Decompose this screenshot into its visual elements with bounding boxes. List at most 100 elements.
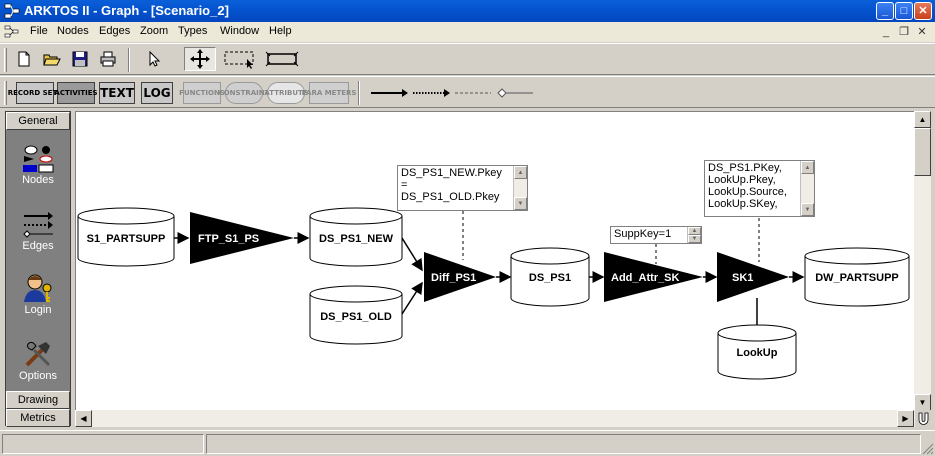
select-tool-button[interactable]: [142, 47, 166, 71]
vertical-scrollbar[interactable]: ▲ ▼: [914, 111, 931, 411]
magnet-icon[interactable]: [915, 410, 932, 427]
note-scrollbar[interactable]: ▲ ▼: [687, 227, 701, 243]
panel-item-label: Login: [24, 304, 52, 316]
tools-icon: [25, 341, 51, 367]
recordset-label: DS_PS1_OLD: [320, 311, 392, 323]
save-button[interactable]: [68, 47, 92, 71]
panel-item-login[interactable]: Login: [6, 272, 70, 316]
resize-grip-icon[interactable]: [922, 443, 934, 455]
recordset-ds-ps1-new[interactable]: DS_PS1_NEW: [309, 207, 403, 267]
diamond-edge-button[interactable]: [494, 81, 534, 103]
document-icon[interactable]: [4, 24, 20, 40]
scroll-down-icon[interactable]: ▼: [914, 394, 931, 411]
app-icon: [4, 3, 20, 19]
activity-add-attr-sk[interactable]: Add_Attr_SK: [604, 252, 703, 302]
note-sk-attributes[interactable]: DS_PS1.PKey, LookUp.Pkey, LookUp.Source,…: [704, 160, 815, 217]
close-button[interactable]: ✕: [914, 2, 932, 20]
zoom-rect-button[interactable]: [264, 47, 302, 71]
log-button[interactable]: LOG: [141, 82, 173, 104]
scroll-right-icon[interactable]: ▶: [897, 410, 914, 427]
graph-canvas[interactable]: S1_PARTSUPP DS_PS1_NEW DS_PS1_OLD DS_PS1: [75, 111, 915, 411]
status-bar: [0, 430, 935, 456]
menu-edges[interactable]: Edges: [99, 25, 131, 37]
note-scroll-up-icon[interactable]: ▲: [514, 166, 527, 179]
recordset-dw-partsupp[interactable]: DW_PARTSUPP: [804, 247, 910, 307]
panel-item-options[interactable]: Options: [6, 338, 70, 382]
panel-item-label: Edges: [22, 240, 54, 252]
menu-zoom[interactable]: Zoom: [140, 25, 169, 37]
functions-button[interactable]: FUNCTIONS: [179, 82, 225, 104]
note-scrollbar[interactable]: ▲ ▼: [513, 166, 527, 210]
activity-label: Add_Attr_SK: [611, 272, 680, 284]
solid-arrow-icon: [371, 89, 408, 97]
note-diff-condition[interactable]: DS_PS1_NEW.Pkey = DS_PS1_OLD.Pkey ▲ ▼: [397, 165, 528, 211]
note-scroll-down-icon[interactable]: ▼: [801, 203, 814, 216]
move-tool-button[interactable]: [184, 47, 216, 71]
menu-window[interactable]: Window: [220, 25, 260, 37]
activity-label: SK1: [732, 272, 753, 284]
dashed-edge-button[interactable]: [452, 81, 492, 103]
activity-ftp-s1-ps[interactable]: FTP_S1_PS: [190, 212, 294, 264]
toolbar-grip[interactable]: [4, 81, 7, 105]
scroll-left-icon[interactable]: ◀: [75, 410, 92, 427]
rubberband-select-button[interactable]: [222, 47, 258, 71]
dotted-edge-button[interactable]: [410, 81, 450, 103]
rectangle-icon: [265, 51, 299, 67]
nodes-icon: [23, 145, 54, 173]
menu-types[interactable]: Types: [178, 25, 208, 37]
text-button[interactable]: TEXT: [99, 82, 135, 104]
open-file-button[interactable]: [40, 47, 64, 71]
vertical-scroll-thumb[interactable]: [914, 128, 931, 176]
mdi-restore-button[interactable]: ❐: [899, 26, 909, 38]
note-line: DS_PS1.PKey,: [708, 162, 782, 174]
open-folder-icon: [43, 54, 61, 66]
scroll-up-icon[interactable]: ▲: [914, 111, 931, 128]
recordset-lookup[interactable]: LookUp: [717, 324, 797, 380]
maximize-button[interactable]: □: [895, 2, 913, 20]
panel-item-label: Options: [19, 370, 57, 382]
panel-item-edges[interactable]: Edges: [6, 208, 70, 252]
attribute-button[interactable]: ATTRIBUTE: [264, 82, 308, 104]
tab-drawing[interactable]: Drawing: [6, 391, 70, 409]
horizontal-scrollbar[interactable]: ◀ ▶: [75, 410, 915, 427]
mdi-minimize-button[interactable]: _: [882, 26, 890, 38]
tab-general[interactable]: General: [6, 112, 70, 130]
activity-sk1[interactable]: SK1: [717, 252, 789, 302]
dashed-line-icon: [455, 92, 491, 94]
panel-item-nodes[interactable]: Nodes: [6, 142, 70, 186]
menu-nodes[interactable]: Nodes: [57, 25, 89, 37]
recordset-s1-partsupp[interactable]: S1_PARTSUPP: [77, 207, 175, 267]
user-key-icon: [24, 274, 52, 302]
edge-old-diff[interactable]: [401, 281, 423, 315]
note-suppkey[interactable]: SuppKey=1 ▲ ▼: [610, 226, 702, 244]
note-scrollbar[interactable]: ▲ ▼: [800, 161, 814, 216]
print-button[interactable]: [96, 47, 120, 71]
window-title: ARKTOS II - Graph - [Scenario_2]: [24, 3, 229, 18]
toolbar-grip[interactable]: [4, 48, 7, 72]
recordset-ds-ps1[interactable]: DS_PS1: [510, 247, 590, 307]
title-bar[interactable]: ARKTOS II - Graph - [Scenario_2] _ □ ✕: [0, 0, 935, 22]
note-scroll-down-icon[interactable]: ▼: [514, 197, 527, 210]
toolbar-separator: [128, 48, 130, 72]
menu-file[interactable]: File: [30, 25, 48, 37]
note-scroll-up-icon[interactable]: ▲: [801, 161, 814, 174]
status-panel-left: [2, 434, 204, 454]
edge-new-diff[interactable]: [401, 237, 423, 272]
note-scroll-down-icon[interactable]: ▼: [688, 235, 701, 243]
note-line: LookUp.Source,: [708, 186, 787, 198]
record-sets-button[interactable]: RECORD SETS: [8, 82, 62, 104]
mdi-close-button[interactable]: ✕: [917, 26, 927, 38]
parameters-button[interactable]: PARA METERS: [302, 82, 356, 104]
activities-button[interactable]: ACTIVITIES: [54, 82, 98, 104]
solid-edge-button[interactable]: [368, 81, 408, 103]
activity-diff-ps1[interactable]: Diff_PS1: [424, 252, 496, 302]
new-file-button[interactable]: [12, 47, 36, 71]
scroll-corner: [915, 410, 932, 427]
menu-help[interactable]: Help: [269, 25, 292, 37]
note-scroll-up-icon[interactable]: ▲: [688, 227, 701, 235]
constraint-button[interactable]: CONSTRAINT: [219, 82, 269, 104]
tab-metrics[interactable]: Metrics: [6, 409, 70, 427]
minimize-button[interactable]: _: [876, 2, 894, 20]
recordset-ds-ps1-old[interactable]: DS_PS1_OLD: [309, 285, 403, 345]
